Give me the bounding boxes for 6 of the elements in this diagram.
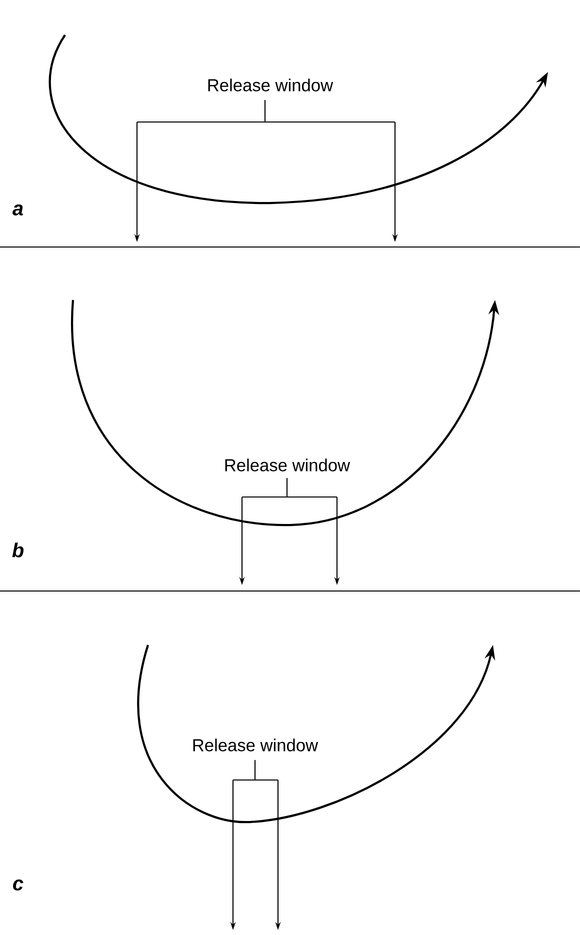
- panel-letter: c: [13, 880, 24, 890]
- window-label: Release window: [225, 458, 350, 472]
- window-label: Release window: [208, 78, 334, 92]
- panel-letter: a: [12, 204, 23, 216]
- window-label: Release window: [193, 738, 318, 752]
- panel-letter: b: [12, 542, 24, 558]
